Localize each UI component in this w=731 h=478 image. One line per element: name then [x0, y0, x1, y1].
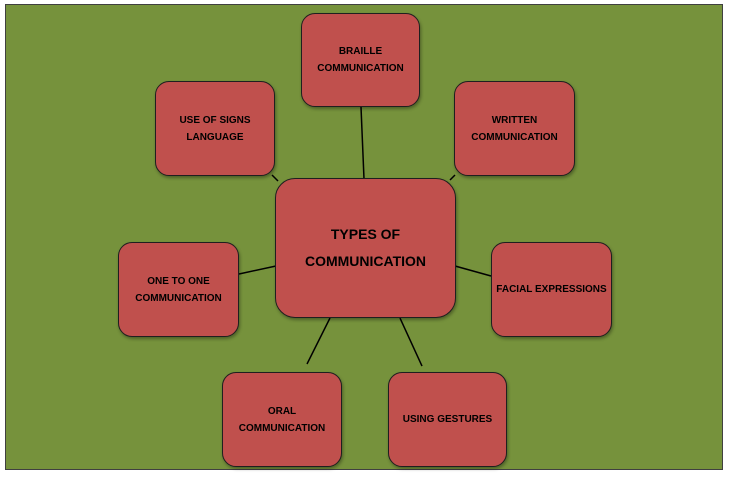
- node-label: ORAL COMMUNICATION: [238, 405, 326, 434]
- node-use-of-signs-language: USE OF SIGNS LANGUAGE: [155, 81, 275, 176]
- node-using-gestures: USING GESTURES: [388, 372, 507, 467]
- node-label: ONE TO ONE COMMUNICATION: [135, 275, 222, 304]
- node-label: BRAILLE COMMUNICATION: [317, 46, 404, 74]
- node-label: USING GESTURES: [402, 414, 493, 425]
- node-written-communication: WRITTEN COMMUNICATION: [454, 81, 575, 176]
- node-oral-communication: ORAL COMMUNICATION: [222, 372, 342, 467]
- node-label: FACIAL EXPRESSIONS: [496, 284, 607, 295]
- node-label: WRITTEN COMMUNICATION: [471, 114, 558, 143]
- node-facial-expressions: FACIAL EXPRESSIONS: [491, 242, 612, 337]
- node-braille-communication: BRAILLE COMMUNICATION: [301, 13, 420, 107]
- node-types-of-communication: TYPES OF COMMUNICATION: [275, 178, 456, 318]
- node-one-to-one-communication: ONE TO ONE COMMUNICATION: [118, 242, 239, 337]
- center-title: TYPES OF COMMUNICATION: [304, 226, 427, 269]
- node-label: USE OF SIGNS LANGUAGE: [179, 114, 251, 143]
